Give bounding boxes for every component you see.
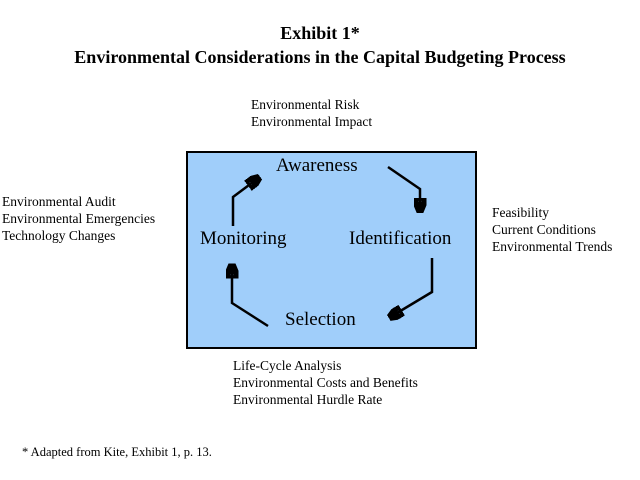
annotation-line: Environmental Trends: [492, 239, 613, 254]
annotation-line: Environmental Impact: [251, 114, 373, 129]
arrow-monitoring-to-awareness: [231, 179, 257, 226]
annotation-line: Current Conditions: [492, 222, 596, 237]
annotation-line: Environmental Hurdle Rate: [233, 392, 383, 407]
arrow-awareness-to-identification: [387, 165, 420, 209]
annotation-line: Environmental Emergencies: [2, 211, 156, 226]
exhibit-title: Exhibit 1* Environmental Considerations …: [0, 21, 640, 69]
footnote: * Adapted from Kite, Exhibit 1, p. 13.: [22, 445, 212, 459]
annotation-line: Environmental Audit: [2, 194, 116, 209]
cycle-box: Awareness Identification Selection Monit…: [186, 151, 477, 349]
annotation-bottom: Life-Cycle Analysis Environmental Costs …: [233, 357, 418, 408]
cycle-arrows: [188, 165, 434, 328]
annotation-line: Environmental Costs and Benefits: [233, 375, 418, 390]
title-line-2: Environmental Considerations in the Capi…: [74, 47, 566, 67]
annotation-line: Feasibility: [492, 205, 549, 220]
title-line-1: Exhibit 1*: [280, 23, 360, 43]
annotation-line: Technology Changes: [2, 228, 116, 243]
stage-selection: Selection: [285, 309, 356, 330]
arrow-selection-to-monitoring: [232, 267, 269, 328]
annotation-top: Environmental Risk Environmental Impact: [251, 96, 372, 130]
annotation-left: Environmental Audit Environmental Emerge…: [2, 193, 155, 244]
stage-awareness: Awareness: [276, 155, 358, 176]
stage-identification: Identification: [349, 228, 452, 249]
annotation-line: Life-Cycle Analysis: [233, 358, 342, 373]
annotation-right: Feasibility Current Conditions Environme…: [492, 204, 612, 255]
annotation-line: Environmental Risk: [251, 97, 360, 112]
arrow-identification-to-selection: [392, 258, 434, 316]
stage-monitoring: Monitoring: [200, 228, 287, 249]
